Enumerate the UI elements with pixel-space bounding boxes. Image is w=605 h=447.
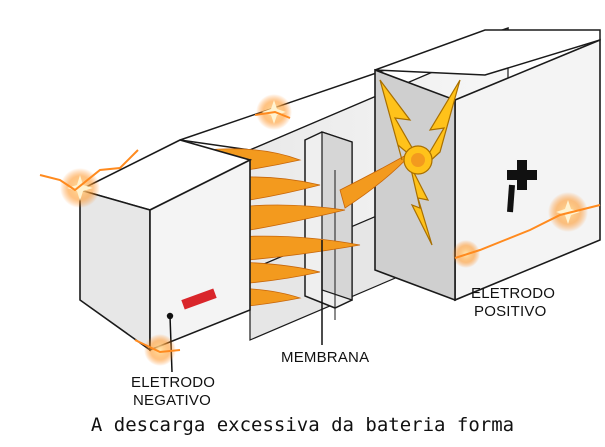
membrane bbox=[304, 131, 353, 320]
minus-sign-icon bbox=[181, 288, 217, 310]
membrane-label: MEMBRANA bbox=[281, 349, 369, 366]
negative-electrode-label-line2: NEGATIVO bbox=[133, 392, 211, 409]
lightning-burst bbox=[379, 79, 461, 246]
negative-electrode-label-line1: ELETRODO bbox=[131, 374, 215, 391]
plus-sign-icon bbox=[507, 160, 537, 213]
caption: A descarga excessiva da bateria forma bbox=[90, 414, 515, 436]
positive-electrode-label-line2: POSITIVO bbox=[474, 303, 546, 320]
sparks bbox=[39, 94, 601, 366]
negative-electrode-block bbox=[77, 139, 253, 373]
positive-electrode-label-line1: ELETRODO bbox=[471, 285, 555, 302]
